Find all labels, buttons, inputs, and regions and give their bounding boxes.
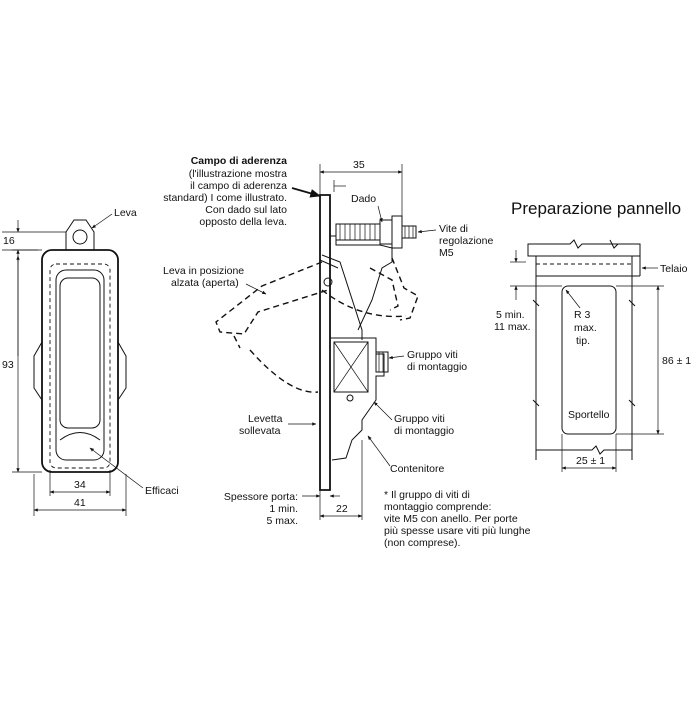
dim-16: 16 bbox=[3, 235, 15, 247]
panel-preparation: Preparazione pannello Telaio R 3 max. ti… bbox=[494, 199, 691, 472]
arrow-icon bbox=[417, 229, 437, 234]
label-leva-alzata: alzata (aperta) bbox=[171, 277, 239, 289]
label-spessore: 5 max. bbox=[266, 515, 298, 527]
nut-icon bbox=[379, 215, 417, 249]
lever-pivot bbox=[72, 229, 88, 245]
frame-top bbox=[527, 239, 641, 276]
dim-93: 93 bbox=[2, 359, 14, 371]
label-spessore: Spessore porta: bbox=[224, 491, 298, 503]
dim-25: 25 ± 1 bbox=[576, 455, 605, 467]
label-leva-alzata: Leva in posizione bbox=[163, 265, 244, 277]
arrow-icon bbox=[367, 435, 391, 467]
label-leva: Leva bbox=[114, 207, 137, 219]
label-radius: R 3 bbox=[574, 309, 591, 321]
lever-link bbox=[321, 254, 363, 340]
label-campo-line: (l'illustrazione mostra bbox=[189, 168, 287, 180]
label-campo-line: il campo di aderenza bbox=[190, 180, 287, 192]
label-levetta: sollevata bbox=[239, 425, 281, 437]
footnote: * Il gruppo di viti di bbox=[384, 489, 470, 501]
side-view: Campo di aderenza (l'illustrazione mostr… bbox=[163, 155, 531, 549]
arrow-icon bbox=[91, 213, 113, 229]
swing-arc-dashed bbox=[249, 349, 319, 393]
latch-body-outer bbox=[41, 249, 119, 473]
housing-block bbox=[330, 337, 385, 461]
label-gruppo-viti-2: Gruppo viti bbox=[394, 413, 445, 425]
arrow-icon bbox=[373, 401, 393, 421]
label-min-max: 5 min. bbox=[496, 309, 525, 321]
label-spessore: 1 min. bbox=[269, 503, 298, 515]
mounting-block bbox=[333, 341, 369, 393]
lever-knob bbox=[65, 219, 95, 250]
label-contenitore: Contenitore bbox=[390, 463, 444, 475]
dim-35: 35 bbox=[353, 159, 365, 171]
label-efficaci: Efficaci bbox=[145, 485, 179, 497]
side-bulge-right bbox=[117, 341, 127, 401]
label-gruppo-viti-1: di montaggio bbox=[407, 361, 467, 373]
arrow-icon bbox=[245, 283, 267, 295]
cam-swing-dashed bbox=[391, 257, 419, 321]
prep-title: Preparazione pannello bbox=[511, 199, 681, 218]
label-radius: tip. bbox=[576, 335, 590, 347]
label-vite: Vite di bbox=[439, 223, 468, 235]
label-campo-line: Con dado sul lato bbox=[205, 204, 287, 216]
pivot-pin bbox=[323, 277, 333, 287]
label-gruppo-viti-2: di montaggio bbox=[394, 425, 454, 437]
screw-icon bbox=[335, 223, 381, 241]
raised-lever-dashed bbox=[215, 261, 329, 335]
label-min-max: 11 max. bbox=[494, 321, 531, 333]
screw-icon bbox=[375, 351, 389, 373]
label-campo-title: Campo di aderenza bbox=[191, 155, 287, 167]
label-vite: regolazione bbox=[439, 235, 493, 247]
side-bulge-left bbox=[33, 341, 43, 401]
handle-inner bbox=[59, 277, 101, 429]
footnote: montaggio comprende: bbox=[384, 501, 491, 513]
label-sportello: Sportello bbox=[568, 409, 610, 421]
arrow-icon bbox=[89, 447, 144, 489]
footnote: (non comprese). bbox=[384, 537, 460, 549]
dim-22: 22 bbox=[336, 503, 348, 515]
footnote: vite M5 con anello. Per porte bbox=[384, 513, 518, 525]
label-radius: max. bbox=[574, 322, 597, 334]
cam-arm bbox=[330, 235, 393, 331]
panel-cutout-outline bbox=[49, 263, 111, 469]
label-gruppo-viti-1: Gruppo viti bbox=[407, 349, 458, 361]
arrow-icon bbox=[377, 205, 383, 223]
label-campo-line: opposto della leva. bbox=[199, 216, 287, 228]
handle-outer bbox=[55, 269, 105, 461]
dim-34: 34 bbox=[74, 479, 86, 491]
handle-grip-curve bbox=[59, 432, 101, 441]
footnote: più spesse usare viti più lunghe bbox=[384, 525, 531, 537]
arrow-icon bbox=[565, 289, 581, 309]
front-plate bbox=[319, 194, 331, 491]
label-levetta: Levetta bbox=[248, 413, 283, 425]
frame-bottom bbox=[536, 445, 632, 455]
label-dado: Dado bbox=[351, 193, 376, 205]
dim-41: 41 bbox=[74, 497, 86, 509]
front-view: 16 93 34 41 Leva Efficaci bbox=[2, 207, 179, 516]
arrow-icon bbox=[388, 355, 405, 360]
panel-cutout bbox=[561, 285, 617, 435]
label-telaio: Telaio bbox=[660, 263, 688, 275]
dim-86: 86 ± 1 bbox=[662, 355, 691, 367]
label-vite: M5 bbox=[439, 247, 454, 259]
label-campo-line: standard) I come illustrato. bbox=[163, 192, 287, 204]
